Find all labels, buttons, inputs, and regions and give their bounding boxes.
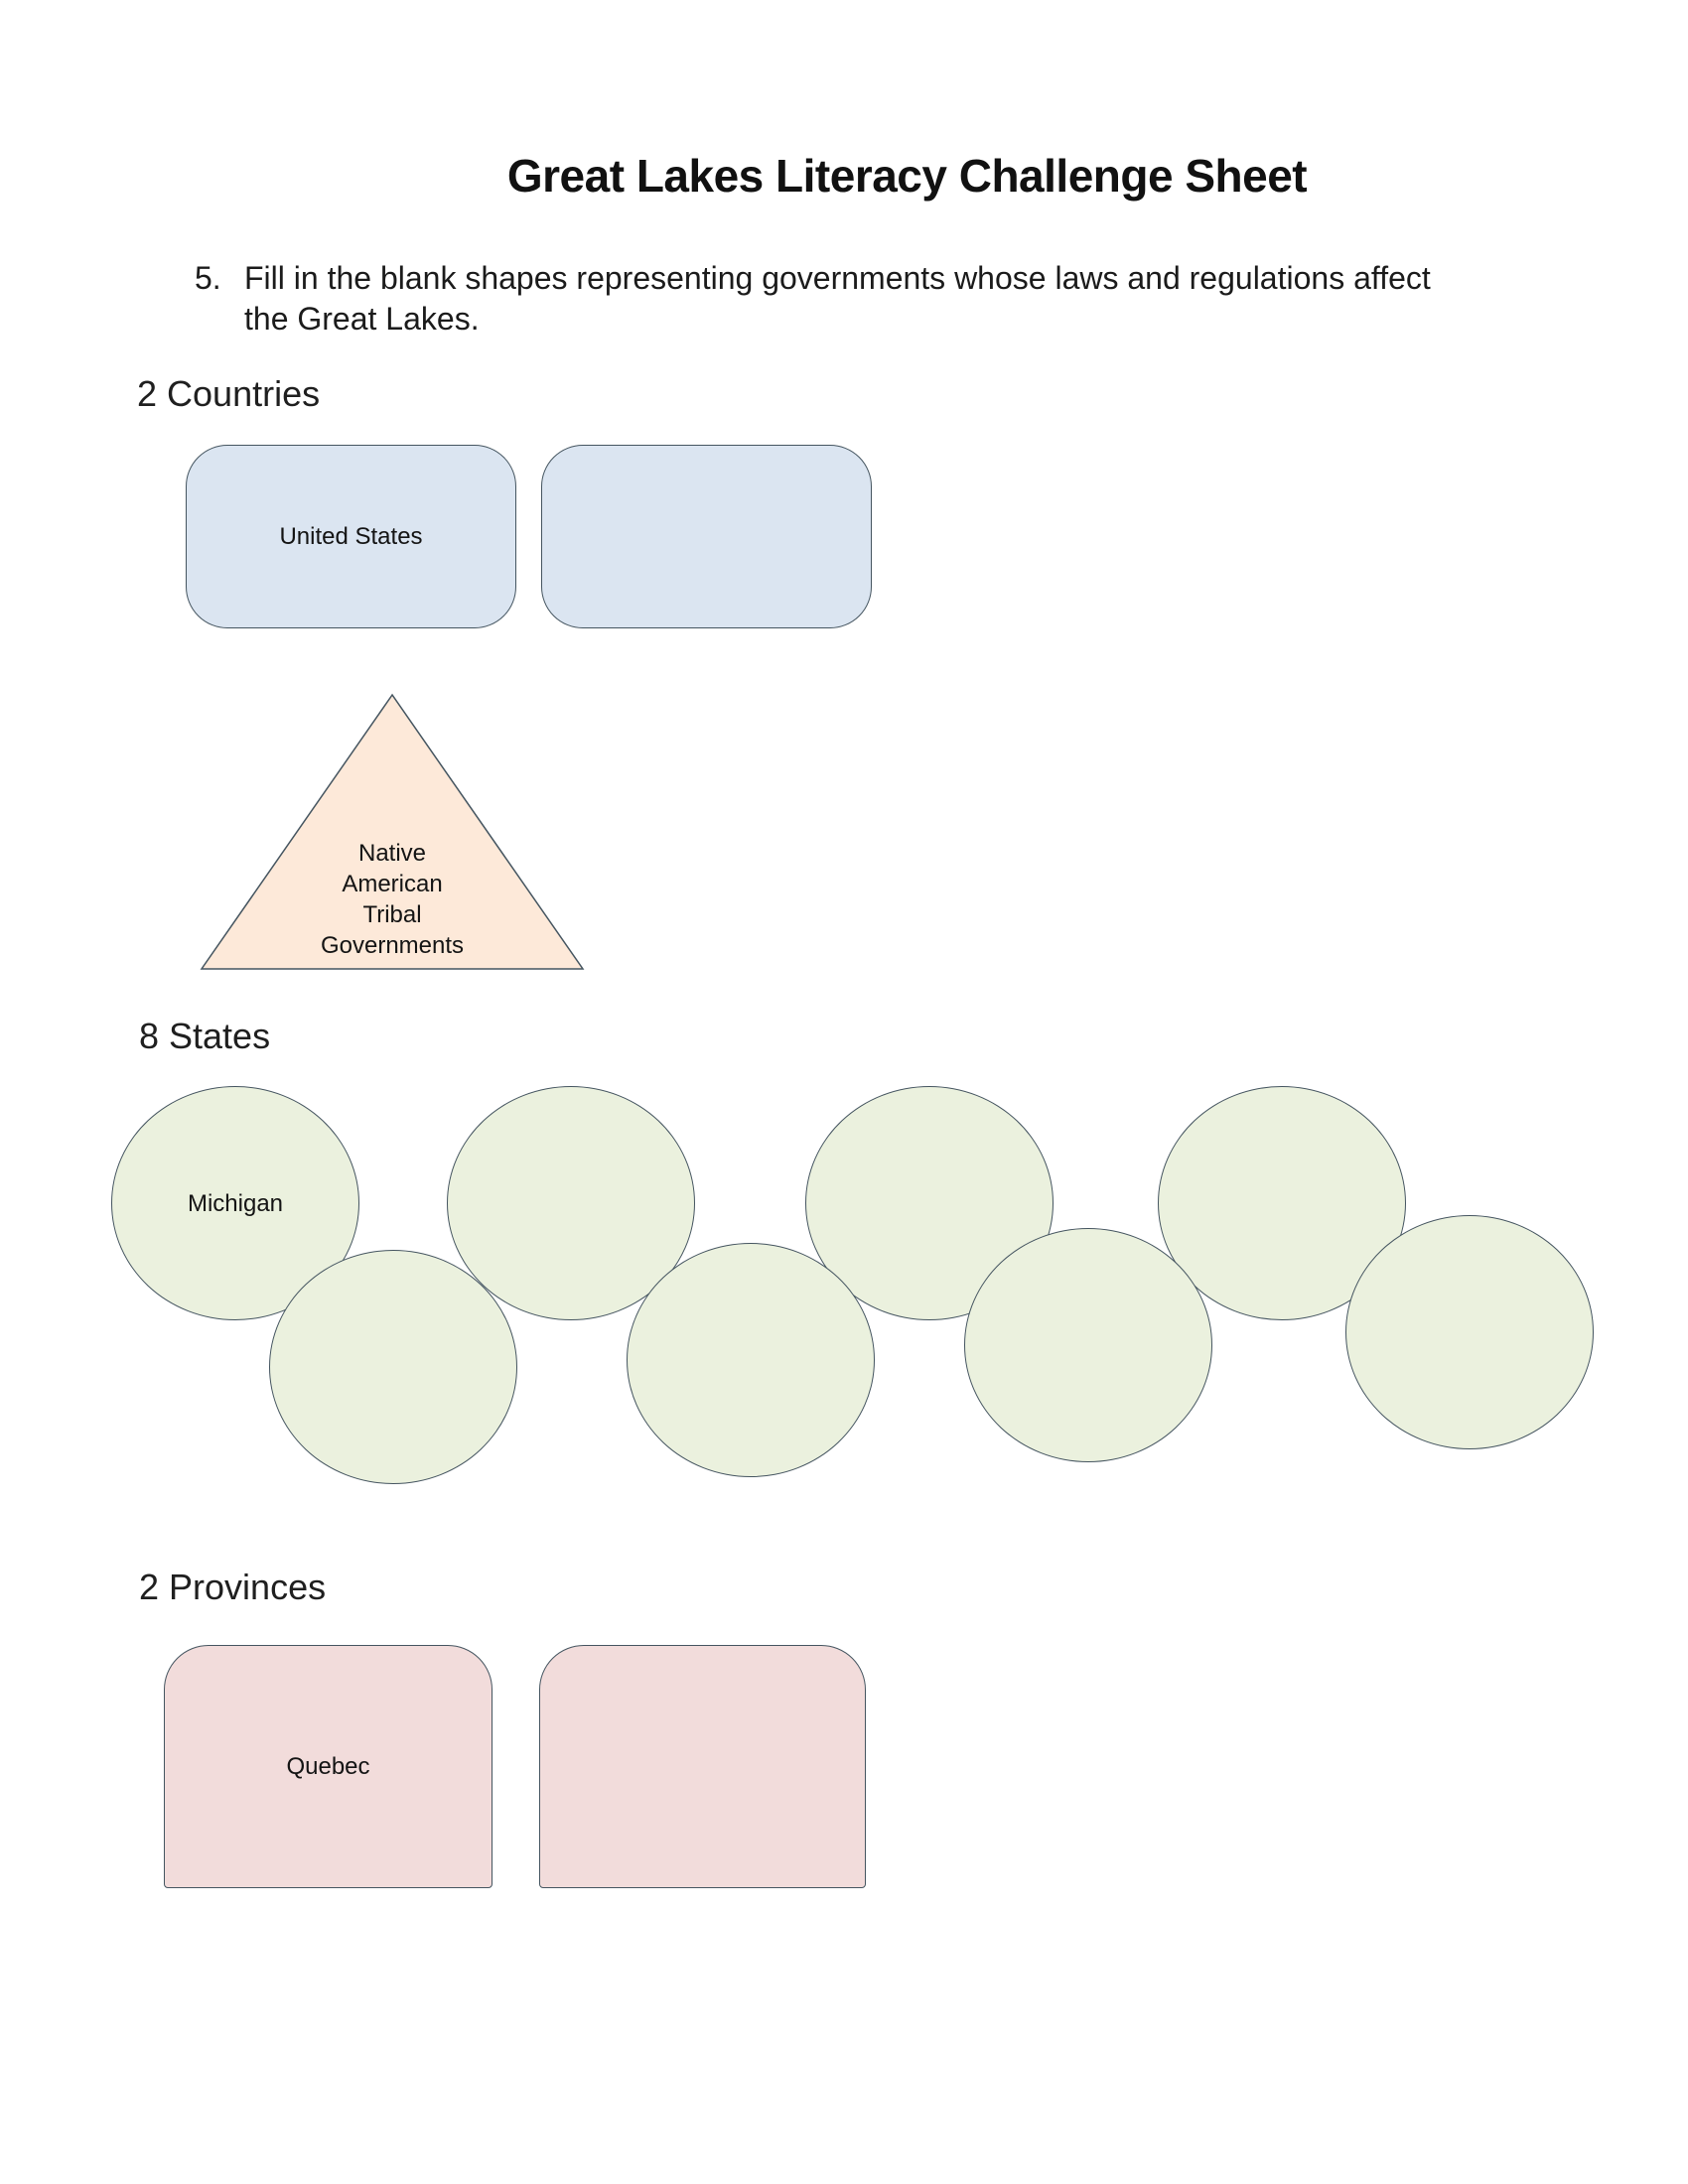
countries-heading: 2 Countries: [137, 373, 321, 414]
state-label: Michigan: [187, 1189, 284, 1217]
tribal-governments-triangle: Native American Tribal Governments: [200, 693, 585, 971]
province-shape-blank[interactable]: [539, 1645, 866, 1888]
state-circle-blank[interactable]: [964, 1228, 1212, 1462]
triangle-shape: [200, 693, 585, 970]
province-shape-quebec: Quebec: [164, 1645, 492, 1888]
state-circle-blank[interactable]: [447, 1086, 695, 1320]
country-label: United States: [279, 523, 423, 550]
question-number: 5.: [195, 260, 221, 296]
tribal-label: Native American Tribal Governments: [320, 840, 465, 959]
country-shape-united-states: United States: [186, 445, 516, 628]
province-label: Quebec: [286, 1753, 370, 1780]
question-text: Fill in the blank shapes representing go…: [244, 260, 1431, 337]
state-circle-blank[interactable]: [269, 1250, 517, 1484]
states-heading: 8 States: [139, 1016, 271, 1056]
page-title: Great Lakes Literacy Challenge Sheet: [506, 150, 1308, 202]
provinces-heading: 2 Provinces: [139, 1567, 327, 1607]
state-circle-blank[interactable]: [1345, 1215, 1594, 1449]
country-shape-blank[interactable]: [541, 445, 872, 628]
state-circle-blank[interactable]: [627, 1243, 875, 1477]
